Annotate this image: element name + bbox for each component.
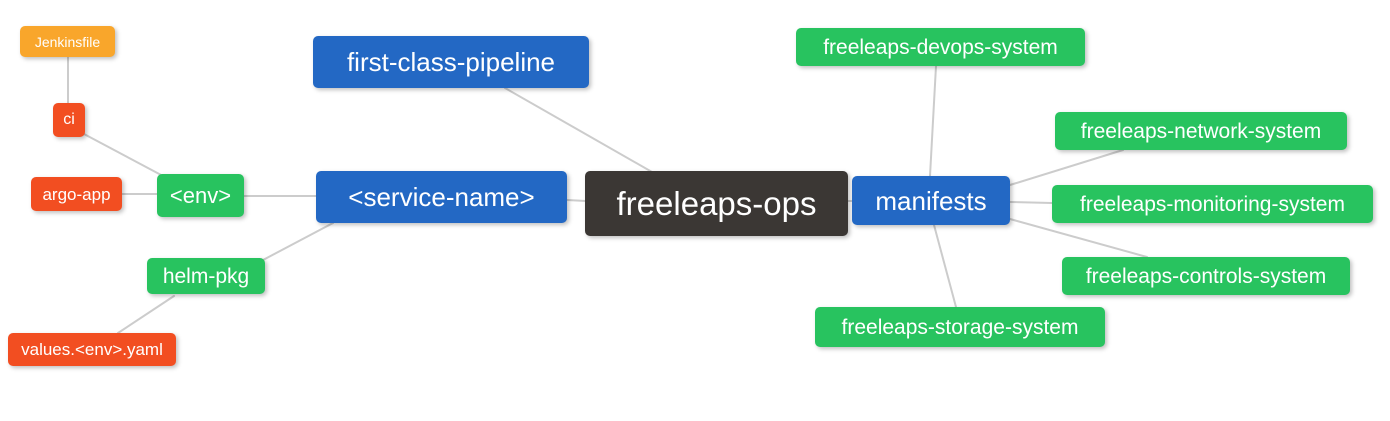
edge-manifests-to-freeleaps-controls-system [1009, 218, 1148, 258]
mindmap-node-argo-app[interactable]: argo-app [31, 177, 122, 211]
mindmap-node-freeleaps-network-system[interactable]: freeleaps-network-system [1055, 112, 1347, 150]
mindmap-node-manifests[interactable]: manifests [852, 176, 1010, 225]
edge-ci-to-env [83, 133, 164, 177]
edge-manifests-to-freeleaps-monitoring-system [1009, 201, 1053, 204]
mindmap-node-freeleaps-storage-system[interactable]: freeleaps-storage-system [815, 307, 1105, 347]
mindmap-node-ci[interactable]: ci [53, 103, 85, 137]
mindmap-node-env[interactable]: <env> [157, 174, 244, 217]
edge-service-name-to-helm-pkg [262, 222, 334, 261]
edge-first-class-pipeline-to-freeleaps-ops [504, 87, 653, 173]
mindmap-node-first-class-pipeline[interactable]: first-class-pipeline [313, 36, 589, 88]
mindmap-node-helm-pkg[interactable]: helm-pkg [147, 258, 265, 294]
mindmap-node-freeleaps-ops[interactable]: freeleaps-ops [585, 171, 848, 236]
mindmap-node-freeleaps-controls-system[interactable]: freeleaps-controls-system [1062, 257, 1350, 295]
edge-manifests-to-freeleaps-devops-system [929, 65, 937, 177]
mindmap-node-freeleaps-devops-system[interactable]: freeleaps-devops-system [796, 28, 1085, 66]
mindmap-node-values-env-yaml[interactable]: values.<env>.yaml [8, 333, 176, 366]
mindmap-node-service-name[interactable]: <service-name> [316, 171, 567, 223]
mindmap-node-freeleaps-monitoring-system[interactable]: freeleaps-monitoring-system [1052, 185, 1373, 223]
mindmap-node-jenkinsfile[interactable]: Jenkinsfile [20, 26, 115, 57]
edge-manifests-to-freeleaps-network-system [1009, 149, 1124, 186]
edge-values-env-yaml-to-helm-pkg [117, 295, 175, 334]
edge-manifests-to-freeleaps-storage-system [933, 224, 957, 308]
edge-service-name-to-freeleaps-ops [566, 199, 587, 202]
